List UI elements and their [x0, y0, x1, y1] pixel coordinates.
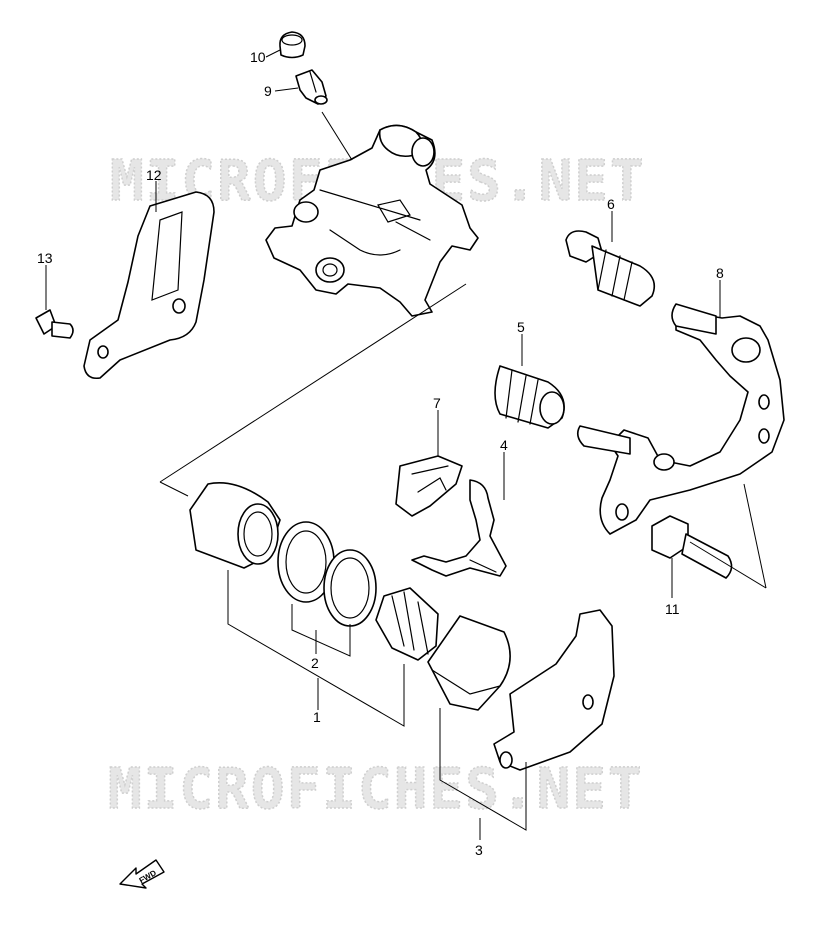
callout-10: 10 [250, 49, 266, 65]
caliper-body [265, 124, 479, 317]
callout-11: 11 [665, 601, 680, 617]
part-9-bleeder-valve [295, 69, 328, 105]
callout-3: 3 [475, 842, 483, 858]
part-13-bolt [35, 309, 74, 339]
callout-4: 4 [500, 437, 508, 453]
part-6-pin-boot [565, 230, 656, 307]
callout-7: 7 [433, 395, 441, 411]
callout-9: 9 [264, 83, 272, 99]
part-3-brake-pad [427, 609, 615, 771]
callout-5: 5 [517, 319, 525, 335]
part-1-insulator [375, 587, 439, 661]
part-2-dust-seal [323, 549, 377, 627]
watermark-bottom: MICROFICHES.NET [108, 757, 644, 822]
callout-1: 1 [313, 709, 321, 725]
callout-6: 6 [607, 196, 615, 212]
fwd-arrow-icon: FWD [119, 859, 165, 889]
part-2-piston-seal [277, 521, 335, 603]
callout-8: 8 [716, 265, 724, 281]
part-7-pad-spring [395, 455, 463, 517]
callout-12: 12 [146, 167, 162, 183]
part-11-bracket-bolt [651, 515, 733, 579]
callout-2: 2 [311, 655, 319, 671]
part-10-bleeder-cap [279, 31, 306, 59]
part-4-pad-retainer [411, 479, 507, 577]
part-5-pin-boot [494, 365, 565, 429]
callout-13: 13 [37, 250, 53, 266]
part-12-caliper-plate [83, 191, 215, 380]
part-1-piston [189, 482, 281, 569]
part-8-caliper-bracket [576, 303, 785, 535]
